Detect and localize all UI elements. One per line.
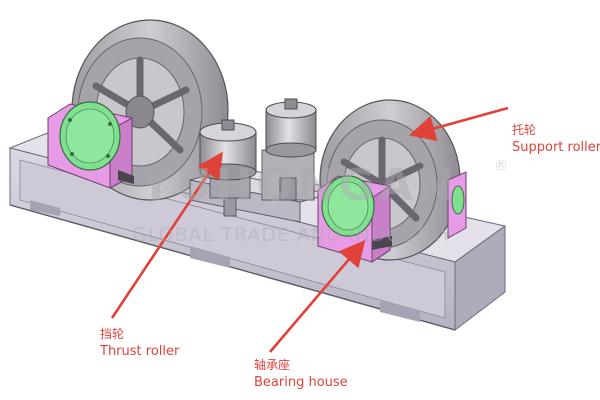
label-bearing-house-en: Bearing house [254, 375, 348, 390]
watermark-brand: YUHONGAN [140, 160, 458, 211]
label-bearing-house-zh: 轴承座 [254, 358, 291, 372]
label-support-roller-zh: 托轮 [512, 123, 537, 137]
label-support-roller: 托轮 Support roller [512, 122, 600, 156]
right-bearing-housing [317, 171, 467, 263]
label-support-roller-en: Support roller [512, 140, 600, 155]
left-bearing-housing [47, 101, 134, 189]
label-thrust-roller-en: Thrust roller [100, 344, 180, 359]
thrust-roller-cylinder-right [265, 98, 317, 158]
arrow-thrust-roller [110, 151, 223, 319]
arrow-bearing-house [269, 240, 366, 353]
label-thrust-roller-zh: 挡轮 [100, 327, 125, 341]
watermark-registered-mark: ® [494, 158, 509, 174]
label-thrust-roller: 挡轮 Thrust roller [100, 326, 179, 360]
label-bearing-house: 轴承座 Bearing house [254, 357, 348, 391]
watermark-tagline: GLOBAL TRADE AND INDUSTRY [132, 224, 453, 246]
callout-arrows [110, 106, 509, 353]
arrow-support-roller [408, 106, 509, 141]
